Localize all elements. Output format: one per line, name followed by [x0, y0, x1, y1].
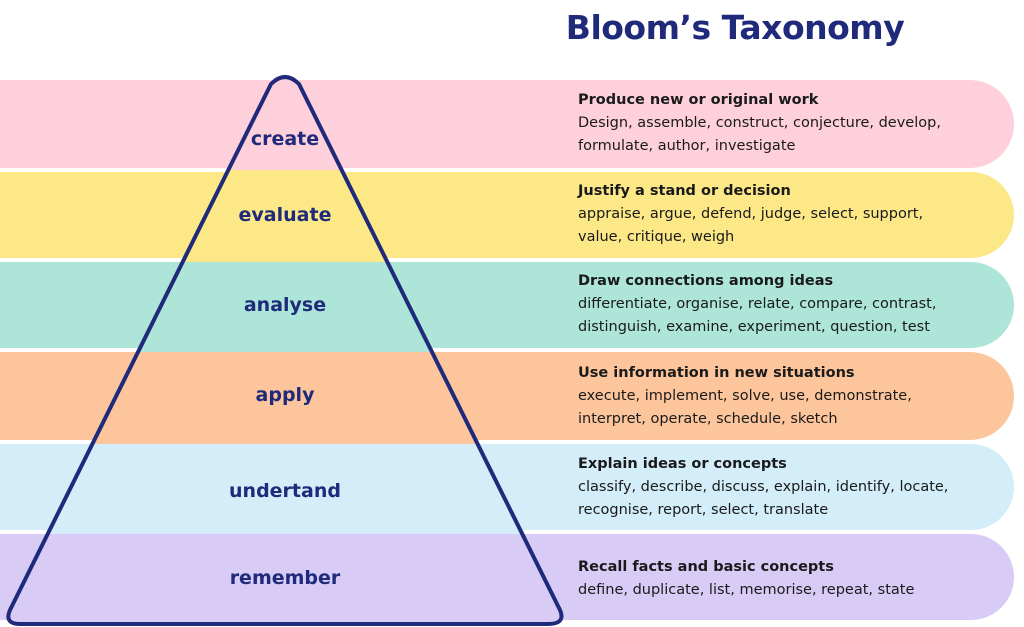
level-label-evaluate: evaluate [238, 204, 332, 226]
description-body: differentiate, organise, relate, compare… [578, 296, 937, 335]
page-title: Bloom’s Taxonomy [565, 8, 905, 47]
description-apply: Use information in new situations execut… [578, 362, 998, 431]
description-heading: Justify a stand or decision [578, 183, 791, 199]
description-body: execute, implement, solve, use, demonstr… [578, 388, 912, 427]
level-label-remember: remember [229, 567, 341, 589]
description-heading: Draw connections among ideas [578, 273, 834, 289]
description-heading: Explain ideas or concepts [578, 456, 787, 472]
description-heading: Use information in new situations [578, 365, 855, 381]
description-heading: Recall facts and basic concepts [578, 559, 834, 575]
level-label-understand: undertand [229, 480, 341, 502]
description-analyse: Draw connections among ideas differentia… [578, 270, 998, 339]
pyramid-layer-remember [8, 534, 562, 624]
band-create [0, 80, 1014, 168]
description-evaluate: Justify a stand or decision appraise, ar… [578, 180, 998, 249]
description-body: appraise, argue, defend, judge, select, … [578, 206, 924, 245]
description-understand: Explain ideas or concepts classify, desc… [578, 453, 998, 522]
level-label-analyse: analyse [243, 294, 327, 316]
band-evaluate [0, 172, 1014, 258]
description-body: classify, describe, discuss, explain, id… [578, 479, 949, 518]
description-remember: Recall facts and basic concepts define, … [578, 556, 998, 602]
description-create: Produce new or original work Design, ass… [578, 89, 998, 158]
description-body: Design, assemble, construct, conjecture,… [578, 115, 941, 154]
level-label-create: create [250, 128, 320, 150]
pyramid-layer-understand [8, 444, 562, 534]
description-heading: Produce new or original work [578, 92, 819, 108]
description-body: define, duplicate, list, memorise, repea… [578, 582, 915, 598]
pyramid-outline [6, 75, 564, 626]
level-label-apply: apply [255, 384, 315, 406]
